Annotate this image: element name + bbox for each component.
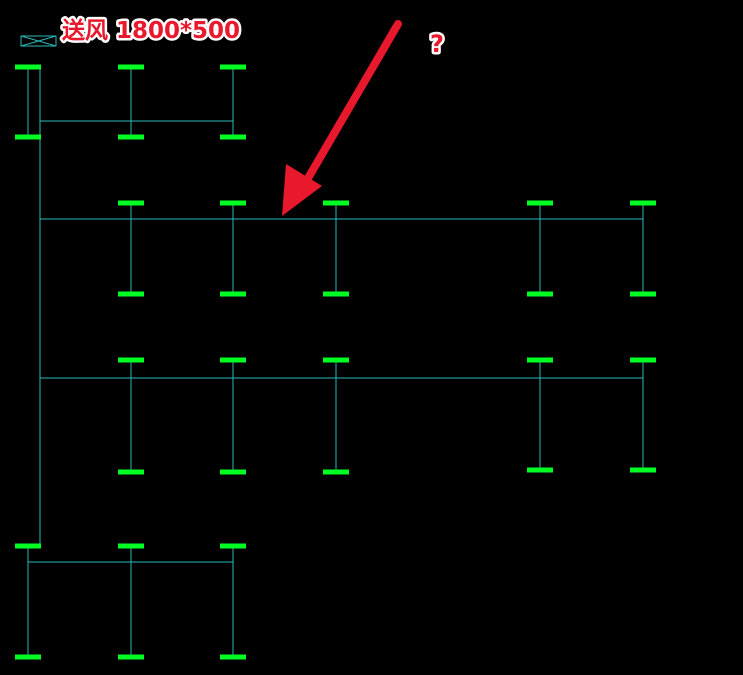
- air-outlet-bottom: [323, 469, 349, 475]
- air-outlet-bottom: [15, 654, 41, 660]
- air-outlet-top: [220, 543, 246, 549]
- air-outlet-bottom: [527, 291, 553, 297]
- annotation-title: 送风 1800*500: [62, 17, 240, 44]
- air-outlet-bottom: [118, 291, 144, 297]
- air-outlet-top: [220, 200, 246, 206]
- air-outlet-top: [118, 200, 144, 206]
- air-outlet-top: [220, 64, 246, 70]
- air-outlet-top: [630, 357, 656, 363]
- red-arrow-icon: [282, 20, 402, 216]
- air-outlet-bottom: [323, 291, 349, 297]
- rectangular-duct-section-icon: [20, 35, 57, 47]
- air-outlet-bottom: [630, 467, 656, 473]
- air-outlet-top: [630, 200, 656, 206]
- annotation-question-mark: ?: [430, 30, 444, 58]
- air-outlet-top: [118, 357, 144, 363]
- branch-ducts: [27, 67, 644, 657]
- air-outlet-bottom: [118, 654, 144, 660]
- air-outlet-top: [118, 64, 144, 70]
- air-outlet-top: [527, 200, 553, 206]
- air-outlet-top: [220, 357, 246, 363]
- air-outlets: [15, 64, 656, 660]
- air-outlet-top: [323, 357, 349, 363]
- air-outlet-bottom: [220, 469, 246, 475]
- air-outlet-bottom: [630, 291, 656, 297]
- air-outlet-top: [323, 200, 349, 206]
- air-outlet-bottom: [118, 469, 144, 475]
- air-outlet-top: [15, 543, 41, 549]
- air-outlet-bottom: [220, 134, 246, 140]
- air-outlet-bottom: [527, 467, 553, 473]
- air-outlet-top: [118, 543, 144, 549]
- air-outlet-bottom: [15, 134, 41, 140]
- air-outlet-top: [527, 357, 553, 363]
- air-outlet-bottom: [220, 654, 246, 660]
- air-outlet-bottom: [118, 134, 144, 140]
- air-outlet-bottom: [220, 291, 246, 297]
- air-outlet-top: [15, 64, 41, 70]
